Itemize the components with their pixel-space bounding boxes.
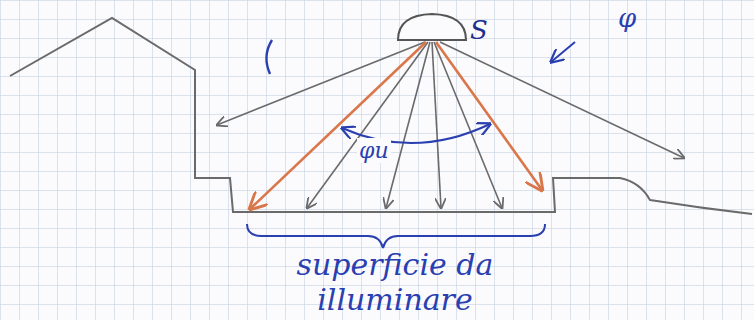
useful-flux-label: φu (357, 138, 391, 163)
curve-mark (266, 40, 272, 74)
lamp-symbol (398, 14, 466, 40)
source-label: S (470, 16, 488, 46)
surface-brace (247, 224, 545, 248)
ground-profile (10, 18, 752, 214)
flux-arrow (551, 42, 575, 62)
flux-label: φ (618, 4, 636, 34)
light-rays (217, 42, 684, 208)
limit-rays (250, 42, 542, 209)
surface-label: superficie da illuminare (270, 248, 520, 317)
